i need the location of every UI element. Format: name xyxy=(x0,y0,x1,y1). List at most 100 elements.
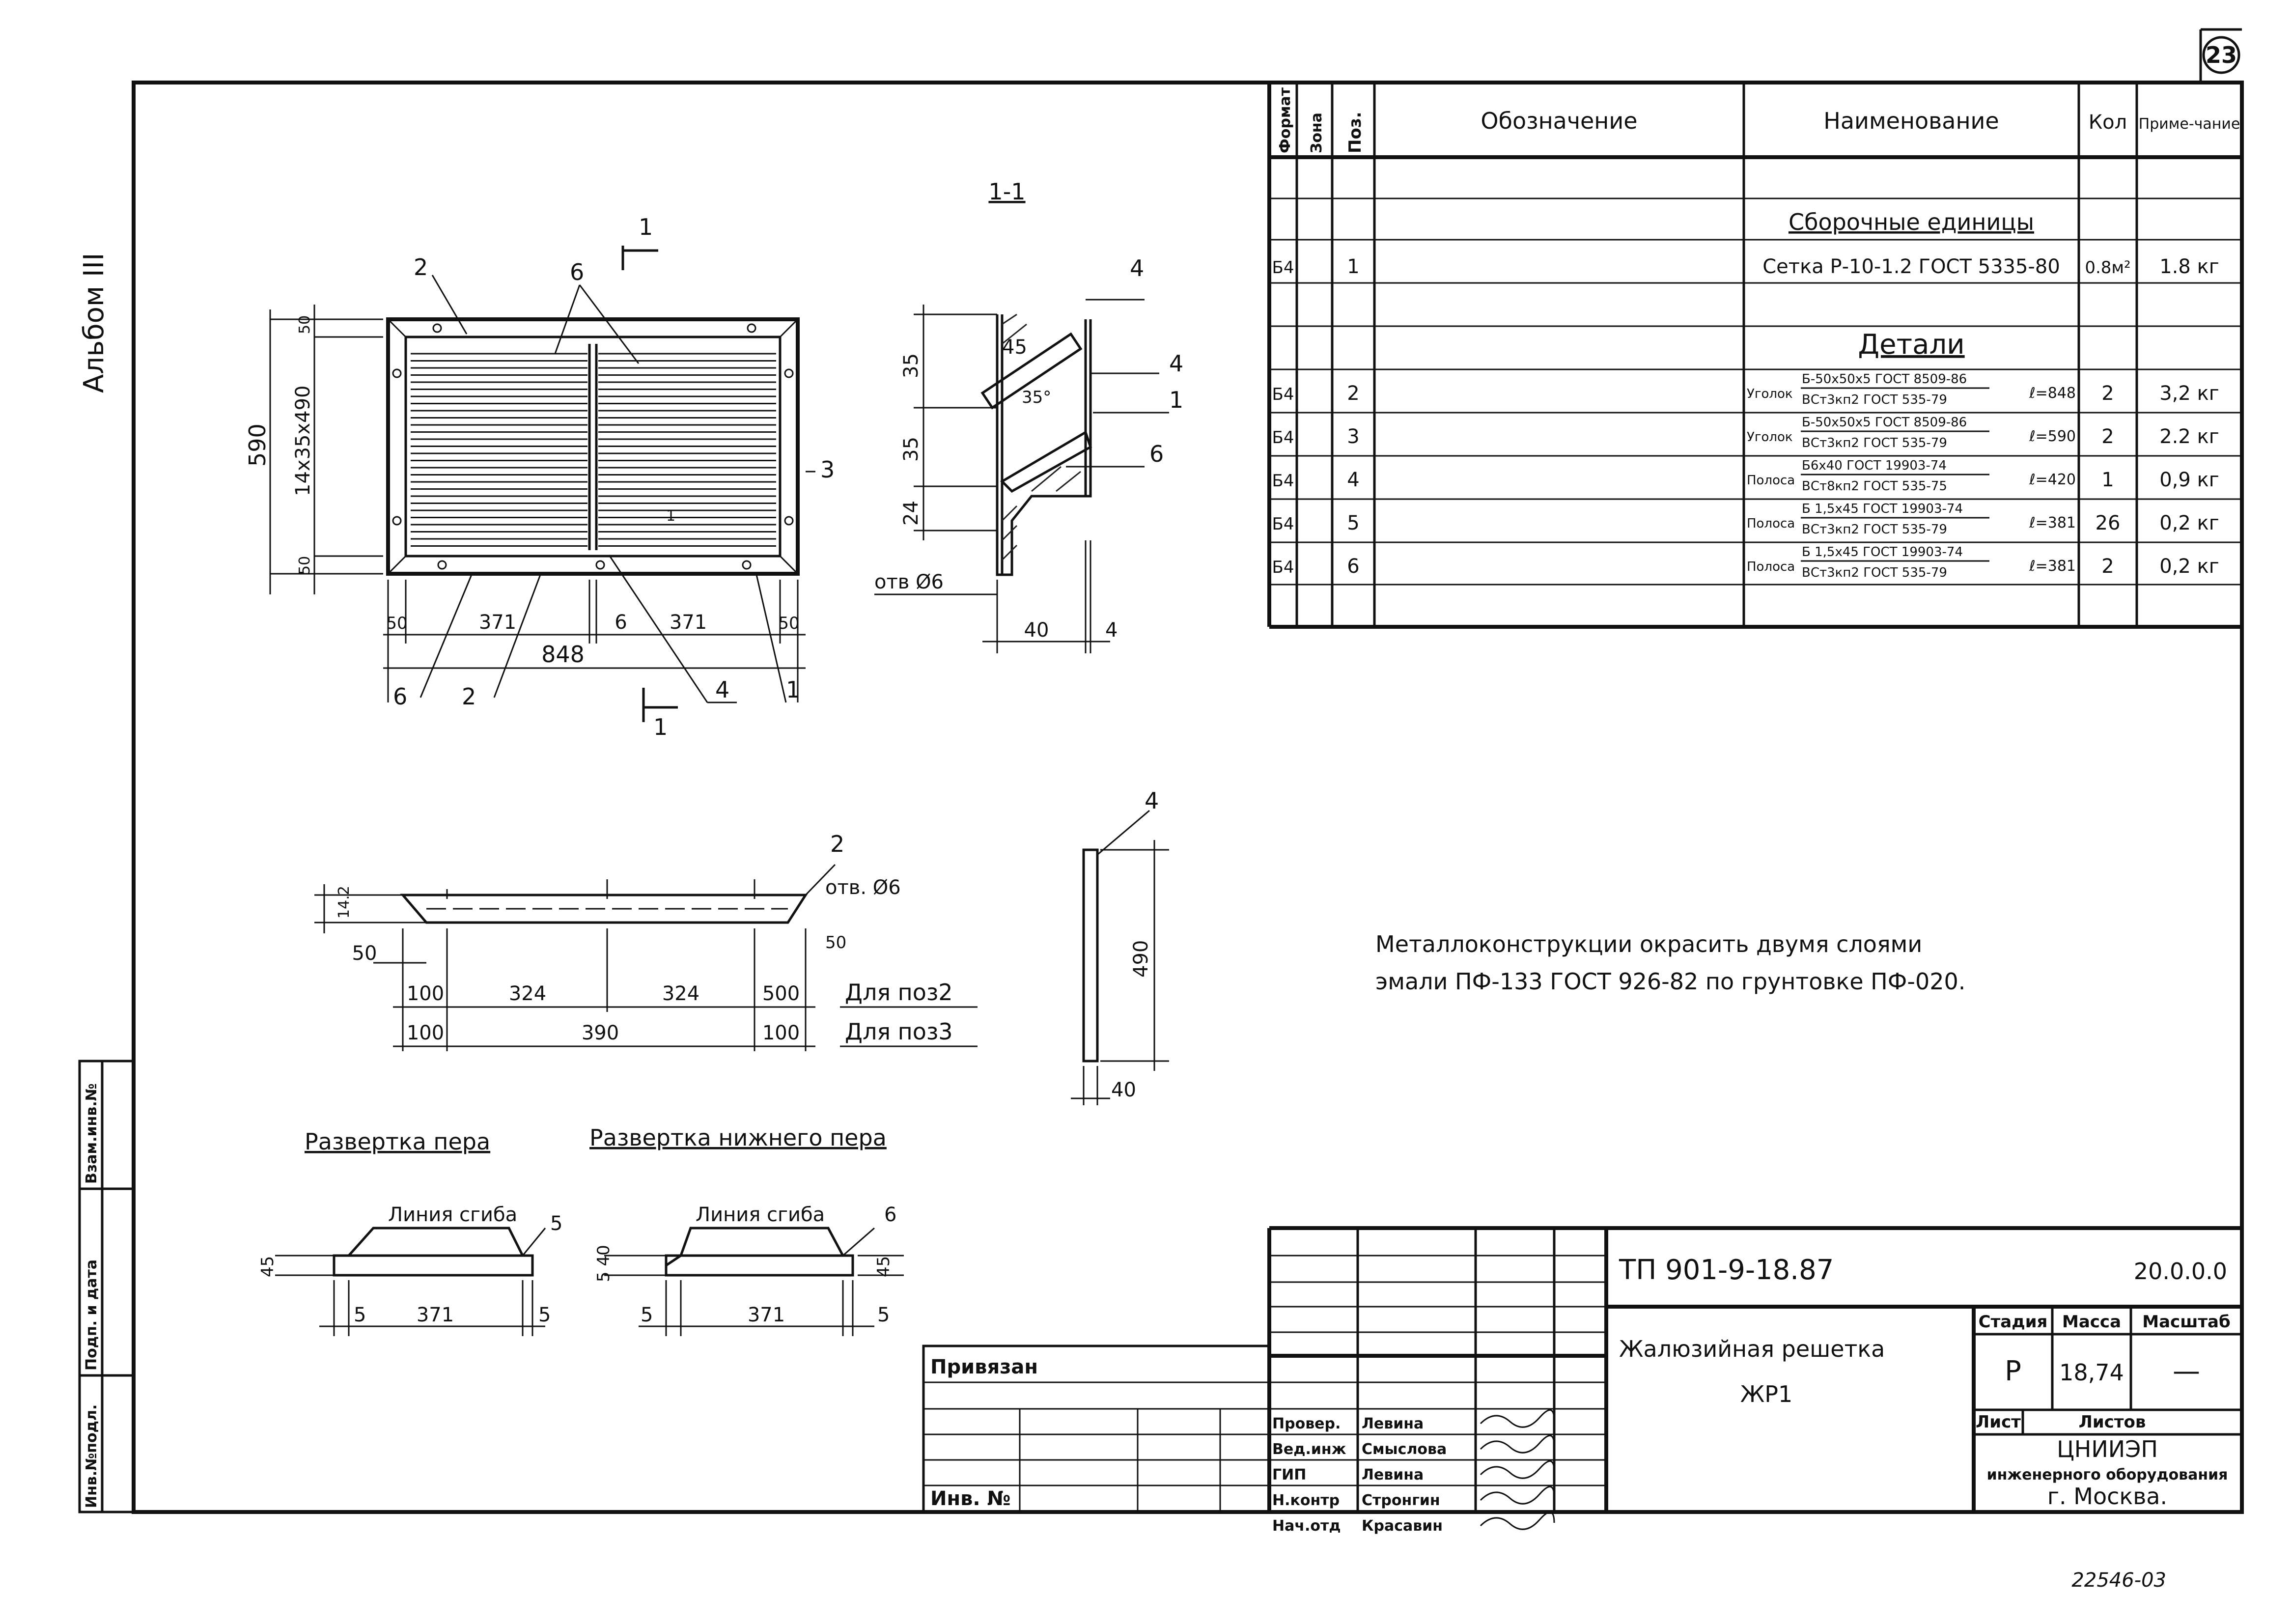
svg-text:4: 4 xyxy=(1169,350,1183,377)
svg-text:324: 324 xyxy=(509,982,546,1005)
part-qty: 26 xyxy=(2096,512,2121,534)
svg-text:24: 24 xyxy=(900,501,922,526)
bound-label: Привязан xyxy=(930,1356,1038,1378)
svg-text:45: 45 xyxy=(874,1256,894,1277)
part-length: ℓ=590 xyxy=(2029,428,2076,445)
left-margin-stamp: Инв.№подл. Подп. и дата Взам.инв.№ xyxy=(78,1060,135,1513)
part-spec-bottom: ВСт8кп2 ГОСТ 535-75 xyxy=(1802,479,1947,494)
sheet-frame xyxy=(132,81,2244,1514)
svg-text:324: 324 xyxy=(662,982,699,1005)
part-spec-top: Б 1,5х45 ГОСТ 19903-74 xyxy=(1802,502,1963,516)
role-person: Стронгин xyxy=(1362,1492,1440,1509)
margin-sign-date: Подп. и дата xyxy=(83,1260,100,1371)
svg-text:Масштаб: Масштаб xyxy=(2142,1312,2230,1332)
svg-text:40: 40 xyxy=(1024,619,1049,642)
section-parts: Детали xyxy=(1858,329,1964,361)
svg-text:6: 6 xyxy=(393,683,407,710)
svg-text:Стадия: Стадия xyxy=(1979,1312,2048,1332)
part-spec-bottom: ВСт3кп2 ГОСТ 535-79 xyxy=(1802,436,1947,450)
scale-value: — xyxy=(2173,1355,2200,1387)
svg-text:3: 3 xyxy=(820,456,835,483)
drawing-mark: ЖР1 xyxy=(1740,1381,1793,1407)
stage-value: Р xyxy=(2005,1355,2021,1387)
svg-text:1: 1 xyxy=(639,214,653,240)
svg-text:371: 371 xyxy=(479,611,516,634)
part-qty: 2 xyxy=(2101,555,2114,578)
role-person: Левина xyxy=(1362,1466,1424,1484)
hdr-zone: Зона xyxy=(1308,112,1325,153)
svg-text:1: 1 xyxy=(666,507,675,525)
svg-text:50: 50 xyxy=(352,942,377,965)
svg-text:Б4: Б4 xyxy=(1272,258,1294,278)
general-note: Металлоконструкции окрасить двумя слоями… xyxy=(1375,931,1965,995)
signature-scribble xyxy=(1480,1434,1555,1454)
part-spec-bottom: ВСт3кп2 ГОСТ 535-79 xyxy=(1802,522,1947,537)
section-hole: отв Ø6 xyxy=(874,571,944,593)
part-pos: 6 xyxy=(1347,555,1359,578)
svg-text:0.8м²: 0.8м² xyxy=(2085,258,2130,278)
section-title: 1-1 xyxy=(988,178,1025,205)
part-spec-bottom: ВСт3кп2 ГОСТ 535-79 xyxy=(1802,565,1947,580)
svg-text:45: 45 xyxy=(258,1256,278,1277)
role-title: Провер. xyxy=(1272,1415,1341,1432)
mass-value: 18,74 xyxy=(2059,1359,2124,1386)
part-spec-top: Б 1,5х45 ГОСТ 19903-74 xyxy=(1802,545,1963,560)
strip-view: 4 490 40 xyxy=(1071,787,1169,1105)
part-kind: Полоса xyxy=(1747,560,1795,574)
louver-blades xyxy=(411,353,776,547)
svg-text:5: 5 xyxy=(877,1304,890,1326)
part-kind: Полоса xyxy=(1747,516,1795,531)
svg-text:Линия сгиба: Линия сгиба xyxy=(388,1204,517,1226)
svg-text:Для поз2: Для поз2 xyxy=(845,979,953,1006)
svg-text:Лист: Лист xyxy=(1976,1412,2021,1432)
svg-text:5: 5 xyxy=(354,1304,366,1326)
part-spec-bottom: ВСт3кп2 ГОСТ 535-79 xyxy=(1802,392,1947,407)
svg-text:371: 371 xyxy=(670,611,707,634)
svg-text:5: 5 xyxy=(550,1212,562,1235)
doc-code: 20.0.0.0 xyxy=(2134,1258,2227,1285)
svg-text:6: 6 xyxy=(615,611,627,634)
hdr-note: Приме-чание xyxy=(2139,115,2240,133)
lower-blade-development: Развертка нижнего пера Линия сгиба 6 5 4… xyxy=(589,1124,904,1336)
part-spec-top: Б6х40 ГОСТ 19903-74 xyxy=(1802,458,1947,473)
margin-repl-inv: Взам.инв.№ xyxy=(83,1083,100,1184)
part-pos: 4 xyxy=(1347,469,1359,491)
part-length: ℓ=381 xyxy=(2029,514,2076,532)
svg-text:490: 490 xyxy=(1130,940,1152,978)
svg-text:4: 4 xyxy=(1105,619,1118,642)
note-line-2: эмали ПФ-133 ГОСТ 926-82 по грунтовке ПФ… xyxy=(1375,968,1965,995)
svg-text:6: 6 xyxy=(1149,441,1164,467)
part-length: ℓ=381 xyxy=(2029,558,2076,575)
lower-dev-title: Развертка нижнего пера xyxy=(589,1124,887,1151)
svg-text:14.2: 14.2 xyxy=(335,886,353,919)
part-length: ℓ=420 xyxy=(2029,471,2076,488)
svg-text:50: 50 xyxy=(296,315,313,334)
archive-number: 22546-03 xyxy=(2071,1569,2166,1592)
dim-848: 848 xyxy=(541,641,585,668)
hdr-format: Формат xyxy=(1277,87,1294,153)
section-1-1: 1-1 35 35 24 45 35° 4 4 1 6 отв Ø6 xyxy=(874,178,1183,653)
dim-14x35: 14х35х490 xyxy=(292,386,314,497)
part-kind: Полоса xyxy=(1747,473,1795,488)
project-code: ТП 901-9-18.87 xyxy=(1619,1254,1834,1286)
svg-text:2: 2 xyxy=(414,254,428,280)
svg-text:35°: 35° xyxy=(1022,388,1051,407)
blade-development: Развертка пера Линия сгиба 5 45 5 371 5 xyxy=(258,1128,562,1336)
angle-view: 2 отв. Ø6 14.2 50 50 100 324 324 500 100… xyxy=(314,831,978,1051)
role-person: Красавин xyxy=(1362,1517,1443,1535)
role-title: Н.контр xyxy=(1272,1492,1340,1509)
part-pos: 3 xyxy=(1347,425,1359,448)
part-format: Б4 xyxy=(1272,558,1294,577)
part-note: 0,9 кг xyxy=(2159,469,2219,491)
svg-text:5: 5 xyxy=(641,1304,653,1326)
svg-text:100: 100 xyxy=(407,982,444,1005)
dim-590: 590 xyxy=(244,423,271,467)
svg-text:Листов: Листов xyxy=(2079,1412,2146,1432)
part-note: 0,2 кг xyxy=(2159,512,2219,534)
